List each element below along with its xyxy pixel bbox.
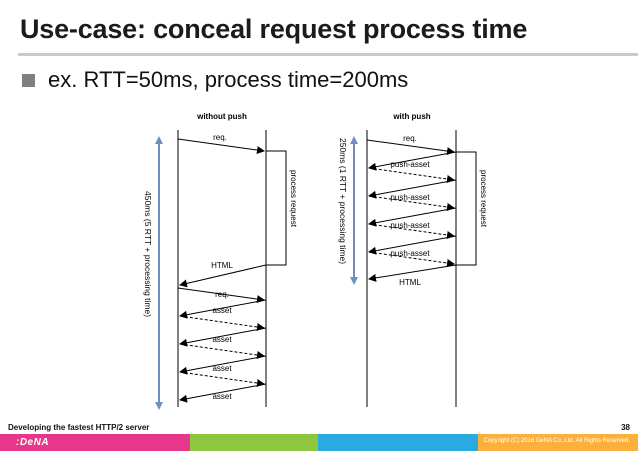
asset-request-arrow: [177, 287, 265, 303]
html-response-arrow: [179, 264, 267, 288]
push-asset-arrow: [368, 207, 457, 227]
asset-arrow: [179, 327, 267, 347]
push-dashed-arrow: [368, 167, 455, 183]
process-bracket: [456, 151, 477, 266]
duration-label: 450ms (5 RTT + processing time): [143, 191, 153, 317]
asset-request-dashed-arrow: [179, 343, 265, 359]
asset-label: asset: [212, 335, 232, 344]
asset-request-dashed-arrow: [179, 315, 265, 331]
footer-bar-segment: [478, 434, 638, 451]
push-dashed-arrow: [368, 223, 455, 239]
push-dashed-arrow: [368, 251, 455, 267]
process-bracket: [266, 150, 287, 266]
push-asset-arrow: [368, 151, 457, 171]
footer-bar-segment: [318, 434, 478, 451]
html-label: HTML: [399, 278, 421, 287]
copyright-text: Copyright (C) 2016 DeNA Co.,Ltd. All Rig…: [483, 438, 630, 444]
bullet-square-icon: [22, 73, 35, 87]
asset-arrow: [179, 299, 267, 319]
push-asset-label: push-asset: [390, 160, 430, 169]
with-push-heading: with push: [392, 112, 430, 121]
footer-title: Developing the fastest HTTP/2 server: [8, 423, 150, 432]
request-label: req.: [213, 133, 227, 142]
title-divider: [18, 53, 638, 56]
footer-bar-segment: [0, 434, 190, 451]
page-number: 38: [621, 423, 630, 432]
push-asset-arrow: [368, 179, 457, 199]
footer-bar-segment: [190, 434, 318, 451]
asset-request-dashed-arrow: [179, 371, 265, 387]
request-arrow: [177, 138, 265, 154]
push-asset-label: push-asset: [390, 249, 430, 258]
asset-label: asset: [212, 392, 232, 401]
footer-color-bar: [0, 434, 638, 451]
push-asset-label: push-asset: [390, 193, 430, 202]
bullet-text: ex. RTT=50ms, process time=200ms: [48, 67, 409, 92]
process-label: process request: [289, 170, 298, 228]
html-response-arrow: [368, 264, 457, 282]
push-dashed-arrow: [368, 195, 455, 211]
asset-request-label: req.: [215, 290, 229, 299]
push-asset-label: push-asset: [390, 221, 430, 230]
asset-label: asset: [212, 306, 232, 315]
asset-arrow: [179, 355, 267, 375]
with-push-diagram: with push 250ms (1 RTT + processing time…: [338, 112, 488, 407]
push-asset-arrow: [368, 235, 457, 255]
duration-label: 250ms (1 RTT + processing time): [338, 138, 348, 264]
request-label: req.: [403, 134, 417, 143]
asset-arrow: [179, 383, 267, 403]
html-label: HTML: [211, 261, 233, 270]
asset-label: asset: [212, 364, 232, 373]
slide-title: Use-case: conceal request process time: [20, 14, 528, 44]
process-label: process request: [479, 170, 488, 228]
without-push-diagram: without push 450ms (5 RTT + processing t…: [143, 112, 298, 410]
bullet-item: ex. RTT=50ms, process time=200ms: [22, 67, 408, 93]
dena-logo: :DeNA: [16, 437, 50, 448]
without-push-heading: without push: [196, 112, 247, 121]
request-arrow: [366, 139, 455, 156]
